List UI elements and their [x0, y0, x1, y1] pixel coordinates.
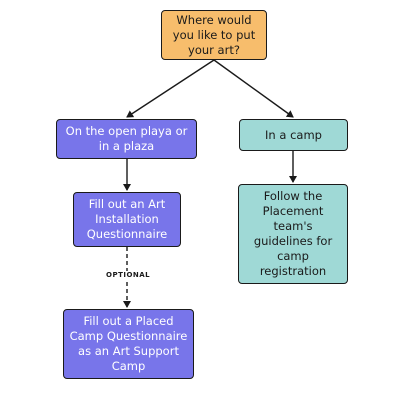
placed-camp-node: Fill out a Placed Camp Questionnaire as … [63, 309, 194, 379]
placement-guidelines-node: Follow the Placement team's guidelines f… [238, 184, 348, 284]
in-camp-node-text: In a camp [265, 127, 322, 142]
optional-label: OPTIONAL [104, 271, 153, 279]
start-node: Where would you like to put your art? [161, 10, 267, 60]
placement-guidelines-node-text: Follow the Placement team's guidelines f… [253, 189, 333, 278]
open-playa-node: On the open playa or in a plaza [56, 119, 197, 159]
placed-camp-node-text: Fill out a Placed Camp Questionnaire as … [69, 314, 188, 373]
arrow-start-to-camp [213, 59, 294, 118]
open-playa-node-text: On the open playa or in a plaza [65, 124, 188, 153]
art-installation-node: Fill out an Art Installation Questionnai… [73, 192, 181, 247]
start-node-text: Where would you like to put your art? [172, 12, 256, 57]
art-installation-node-text: Fill out an Art Installation Questionnai… [86, 197, 168, 241]
arrow-start-to-playa [126, 59, 215, 118]
in-camp-node: In a camp [239, 119, 348, 151]
